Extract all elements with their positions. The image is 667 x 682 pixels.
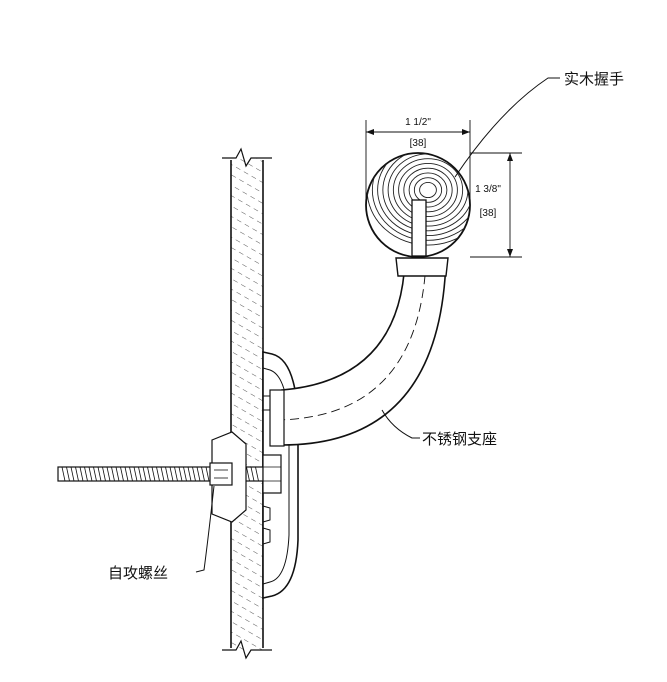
label-stainless-bracket: 不锈钢支座	[422, 430, 497, 448]
wood-grain-rings	[366, 153, 470, 246]
label-wood-handrail: 实木握手	[564, 70, 624, 88]
width-imperial-label: 1 1/2"	[405, 117, 431, 128]
wood-handrail	[365, 152, 471, 258]
height-imperial-label: 1 3/8"	[475, 184, 501, 195]
width-metric-label: [38]	[410, 138, 427, 149]
height-dimension: 1 3/8" [38]	[470, 152, 522, 258]
width-dimension: 1 1/2" [38]	[365, 117, 471, 205]
self-tapping-screw	[57, 431, 282, 523]
callout-wood-handrail: 实木握手	[454, 70, 624, 178]
stainless-bracket	[269, 257, 449, 447]
label-self-tapping-screw: 自攻螺丝	[108, 564, 168, 582]
callout-self-tapping-screw: 自攻螺丝	[108, 485, 215, 582]
callout-stainless-bracket: 不锈钢支座	[381, 409, 497, 448]
height-metric-label: [38]	[480, 208, 497, 219]
